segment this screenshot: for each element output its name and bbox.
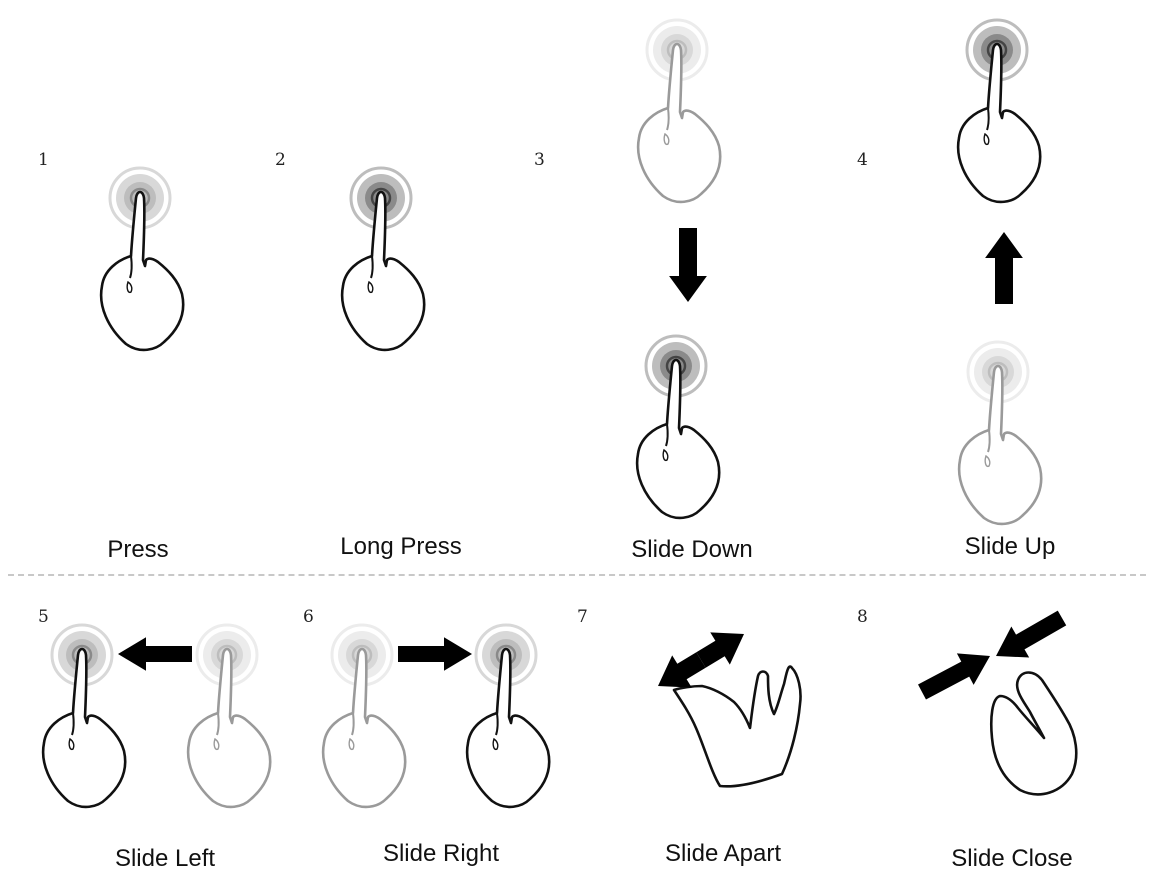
slide-close-hand: [989, 671, 1078, 796]
gesture-number-2: 2: [275, 150, 286, 170]
slide-right-end-hand: [465, 647, 551, 809]
slide-apart-arrow-a: [696, 632, 744, 668]
gesture-label-slide-right: Slide Right: [382, 840, 500, 867]
gesture-label-press: Press: [107, 536, 169, 563]
slide-up-arrow: [985, 232, 1023, 304]
gesture-label-slide-left: Slide Left: [114, 845, 216, 872]
gesture-number-3: 3: [534, 150, 545, 170]
long-press-hand: [340, 190, 426, 352]
gesture-label-slide-close: Slide Close: [951, 845, 1073, 872]
slide-up-end-hand: [956, 42, 1042, 204]
slide-apart-arrow-b: [658, 652, 706, 688]
slide-up-start-hand: [957, 364, 1043, 526]
slide-left-end-hand: [41, 647, 127, 809]
gesture-number-4: 4: [857, 150, 868, 170]
slide-left-start-hand: [186, 647, 272, 809]
slide-close-arrow-right: [996, 610, 1067, 658]
slide-down-end-hand: [635, 358, 721, 520]
slide-down-start-hand: [636, 42, 722, 204]
press-hand: [99, 190, 185, 352]
gesture-number-8: 8: [857, 607, 868, 627]
slide-left-arrow: [118, 637, 192, 671]
slide-right-arrow: [398, 637, 472, 671]
slide-apart-hand: [672, 665, 802, 788]
slide-right-start-hand: [321, 647, 407, 809]
gesture-label-slide-apart: Slide Apart: [664, 840, 782, 867]
gesture-number-7: 7: [577, 607, 588, 627]
slide-close-arrow-left: [918, 653, 990, 700]
gesture-label-long-press: Long Press: [340, 533, 462, 560]
gesture-number-6: 6: [303, 607, 314, 627]
gesture-label-slide-up: Slide Up: [964, 533, 1056, 560]
gesture-label-slide-down: Slide Down: [631, 536, 753, 563]
slide-down-arrow: [669, 228, 707, 302]
gesture-number-5: 5: [38, 607, 49, 627]
section-divider: [8, 574, 1146, 576]
gesture-number-1: 1: [38, 150, 49, 170]
